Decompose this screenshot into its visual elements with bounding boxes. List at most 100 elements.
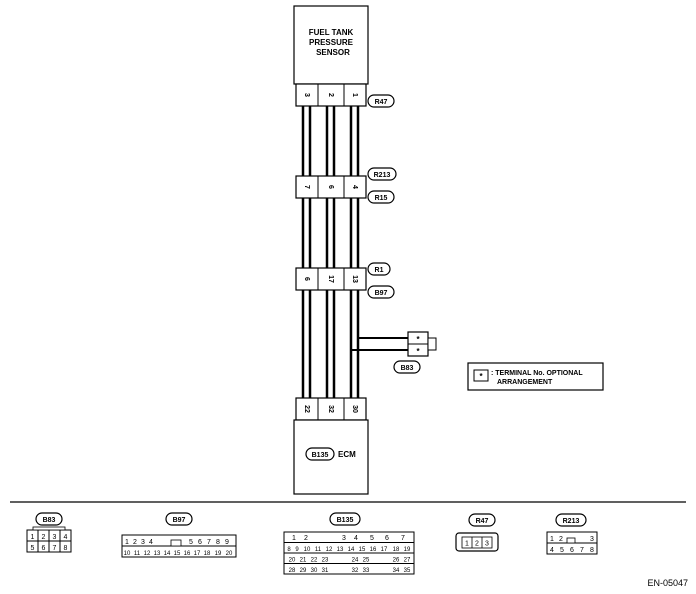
svg-text:7: 7 [207, 539, 211, 546]
svg-text:6: 6 [42, 545, 46, 552]
svg-text:R15: R15 [375, 195, 388, 202]
svg-text:3: 3 [590, 536, 594, 543]
svg-text:4: 4 [351, 185, 358, 189]
svg-text:30: 30 [351, 405, 358, 413]
svg-text:5: 5 [31, 545, 35, 552]
svg-text:18: 18 [393, 547, 400, 553]
connector-view-b135: B135 1 2 3 4 5 6 7 8 9 10 11 12 13 14 15… [283, 512, 415, 575]
svg-text:R213: R213 [563, 518, 580, 525]
svg-text:14: 14 [164, 551, 171, 557]
svg-text:5: 5 [189, 539, 193, 546]
svg-text:13: 13 [337, 547, 344, 553]
ecm-box: B135 ECM [293, 419, 369, 495]
fuel-tank-pressure-sensor: FUEL TANK PRESSURE SENSOR [293, 5, 369, 85]
svg-text:2: 2 [559, 536, 563, 543]
svg-text:10: 10 [124, 551, 131, 557]
sensor-label-line1: FUEL TANK [309, 28, 354, 37]
sensor-pin-2: 2 [327, 93, 334, 97]
svg-text:8: 8 [64, 545, 68, 552]
svg-text:6: 6 [198, 539, 202, 546]
svg-text:13: 13 [154, 551, 161, 557]
svg-text:6: 6 [327, 185, 334, 189]
svg-text:8: 8 [216, 539, 220, 546]
svg-text:3: 3 [485, 541, 489, 548]
svg-text:4: 4 [550, 547, 554, 554]
svg-text:32: 32 [352, 568, 359, 574]
svg-text:2: 2 [304, 535, 308, 542]
svg-text:34: 34 [393, 568, 400, 574]
svg-text:16: 16 [370, 547, 377, 553]
svg-text:5: 5 [370, 535, 374, 542]
ecm-label: ECM [338, 450, 356, 459]
sensor-pin-3: 3 [303, 93, 310, 97]
svg-text:4: 4 [64, 534, 68, 541]
wires [301, 106, 408, 398]
ecm-connector: 22 32 30 [295, 397, 367, 421]
svg-text:2: 2 [42, 534, 46, 541]
svg-text:25: 25 [363, 558, 370, 564]
svg-text:9: 9 [225, 539, 229, 546]
svg-text:6: 6 [570, 547, 574, 554]
svg-text:15: 15 [174, 551, 181, 557]
svg-text:4: 4 [354, 535, 358, 542]
svg-text:27: 27 [404, 558, 411, 564]
svg-text:17: 17 [194, 551, 201, 557]
svg-text:8: 8 [590, 547, 594, 554]
svg-text:28: 28 [289, 568, 296, 574]
sensor-label-line2: PRESSURE [309, 38, 354, 47]
svg-text:R1: R1 [375, 267, 384, 274]
svg-text:2: 2 [475, 541, 479, 548]
svg-text:1: 1 [550, 536, 554, 543]
joint-connector-r213-r15: 7 6 4 [295, 175, 367, 199]
connector-view-b83: B83 1 2 3 4 5 6 7 8 [26, 512, 72, 553]
svg-text:B97: B97 [375, 290, 388, 297]
svg-text:11: 11 [315, 547, 322, 553]
tag-b97: B97 [367, 285, 395, 299]
svg-text:20: 20 [226, 551, 233, 557]
svg-text:7: 7 [580, 547, 584, 554]
svg-text:7: 7 [401, 535, 405, 542]
svg-text:31: 31 [322, 568, 329, 574]
svg-text:B83: B83 [401, 365, 414, 372]
svg-text:R213: R213 [374, 172, 391, 179]
tag-r1: R1 [367, 262, 391, 276]
svg-text:1: 1 [31, 534, 35, 541]
sensor-connector: 3 2 1 [295, 83, 367, 107]
sensor-pin-1: 1 [351, 93, 358, 97]
svg-text:24: 24 [352, 558, 359, 564]
svg-text:33: 33 [363, 568, 370, 574]
svg-text:12: 12 [326, 547, 333, 553]
svg-text:B83: B83 [43, 517, 56, 524]
svg-text:26: 26 [393, 558, 400, 564]
svg-text:22: 22 [311, 558, 318, 564]
legend-line1: : TERMINAL No. OPTIONAL [491, 370, 583, 377]
svg-text:7: 7 [303, 185, 310, 189]
legend-line2: ARRANGEMENT [497, 379, 553, 386]
svg-text:R47: R47 [476, 518, 489, 525]
svg-text:10: 10 [304, 547, 311, 553]
ecm-connector-tag: B135 [312, 452, 329, 459]
svg-text:22: 22 [303, 405, 310, 413]
svg-text:B97: B97 [173, 517, 186, 524]
b83-pin-a: * [416, 335, 420, 344]
svg-text:6: 6 [385, 535, 389, 542]
svg-text:35: 35 [404, 568, 411, 574]
connector-view-b97: B97 1 2 3 4 5 6 7 8 9 10 11 12 13 14 15 … [121, 512, 237, 558]
svg-text:3: 3 [342, 535, 346, 542]
svg-text:11: 11 [134, 551, 141, 557]
tag-b83: B83 [393, 360, 421, 374]
svg-text:1: 1 [125, 539, 129, 546]
svg-text:19: 19 [404, 547, 411, 553]
svg-text:21: 21 [300, 558, 307, 564]
svg-text:17: 17 [327, 275, 334, 283]
svg-text:32: 32 [327, 405, 334, 413]
svg-text:R47: R47 [375, 99, 388, 106]
connector-view-r213: R213 1 2 3 4 5 6 7 8 [546, 513, 598, 555]
svg-text:14: 14 [348, 547, 355, 553]
svg-text:15: 15 [359, 547, 366, 553]
legend-symbol: * [479, 372, 483, 381]
svg-text:12: 12 [144, 551, 151, 557]
svg-text:8: 8 [287, 547, 291, 553]
